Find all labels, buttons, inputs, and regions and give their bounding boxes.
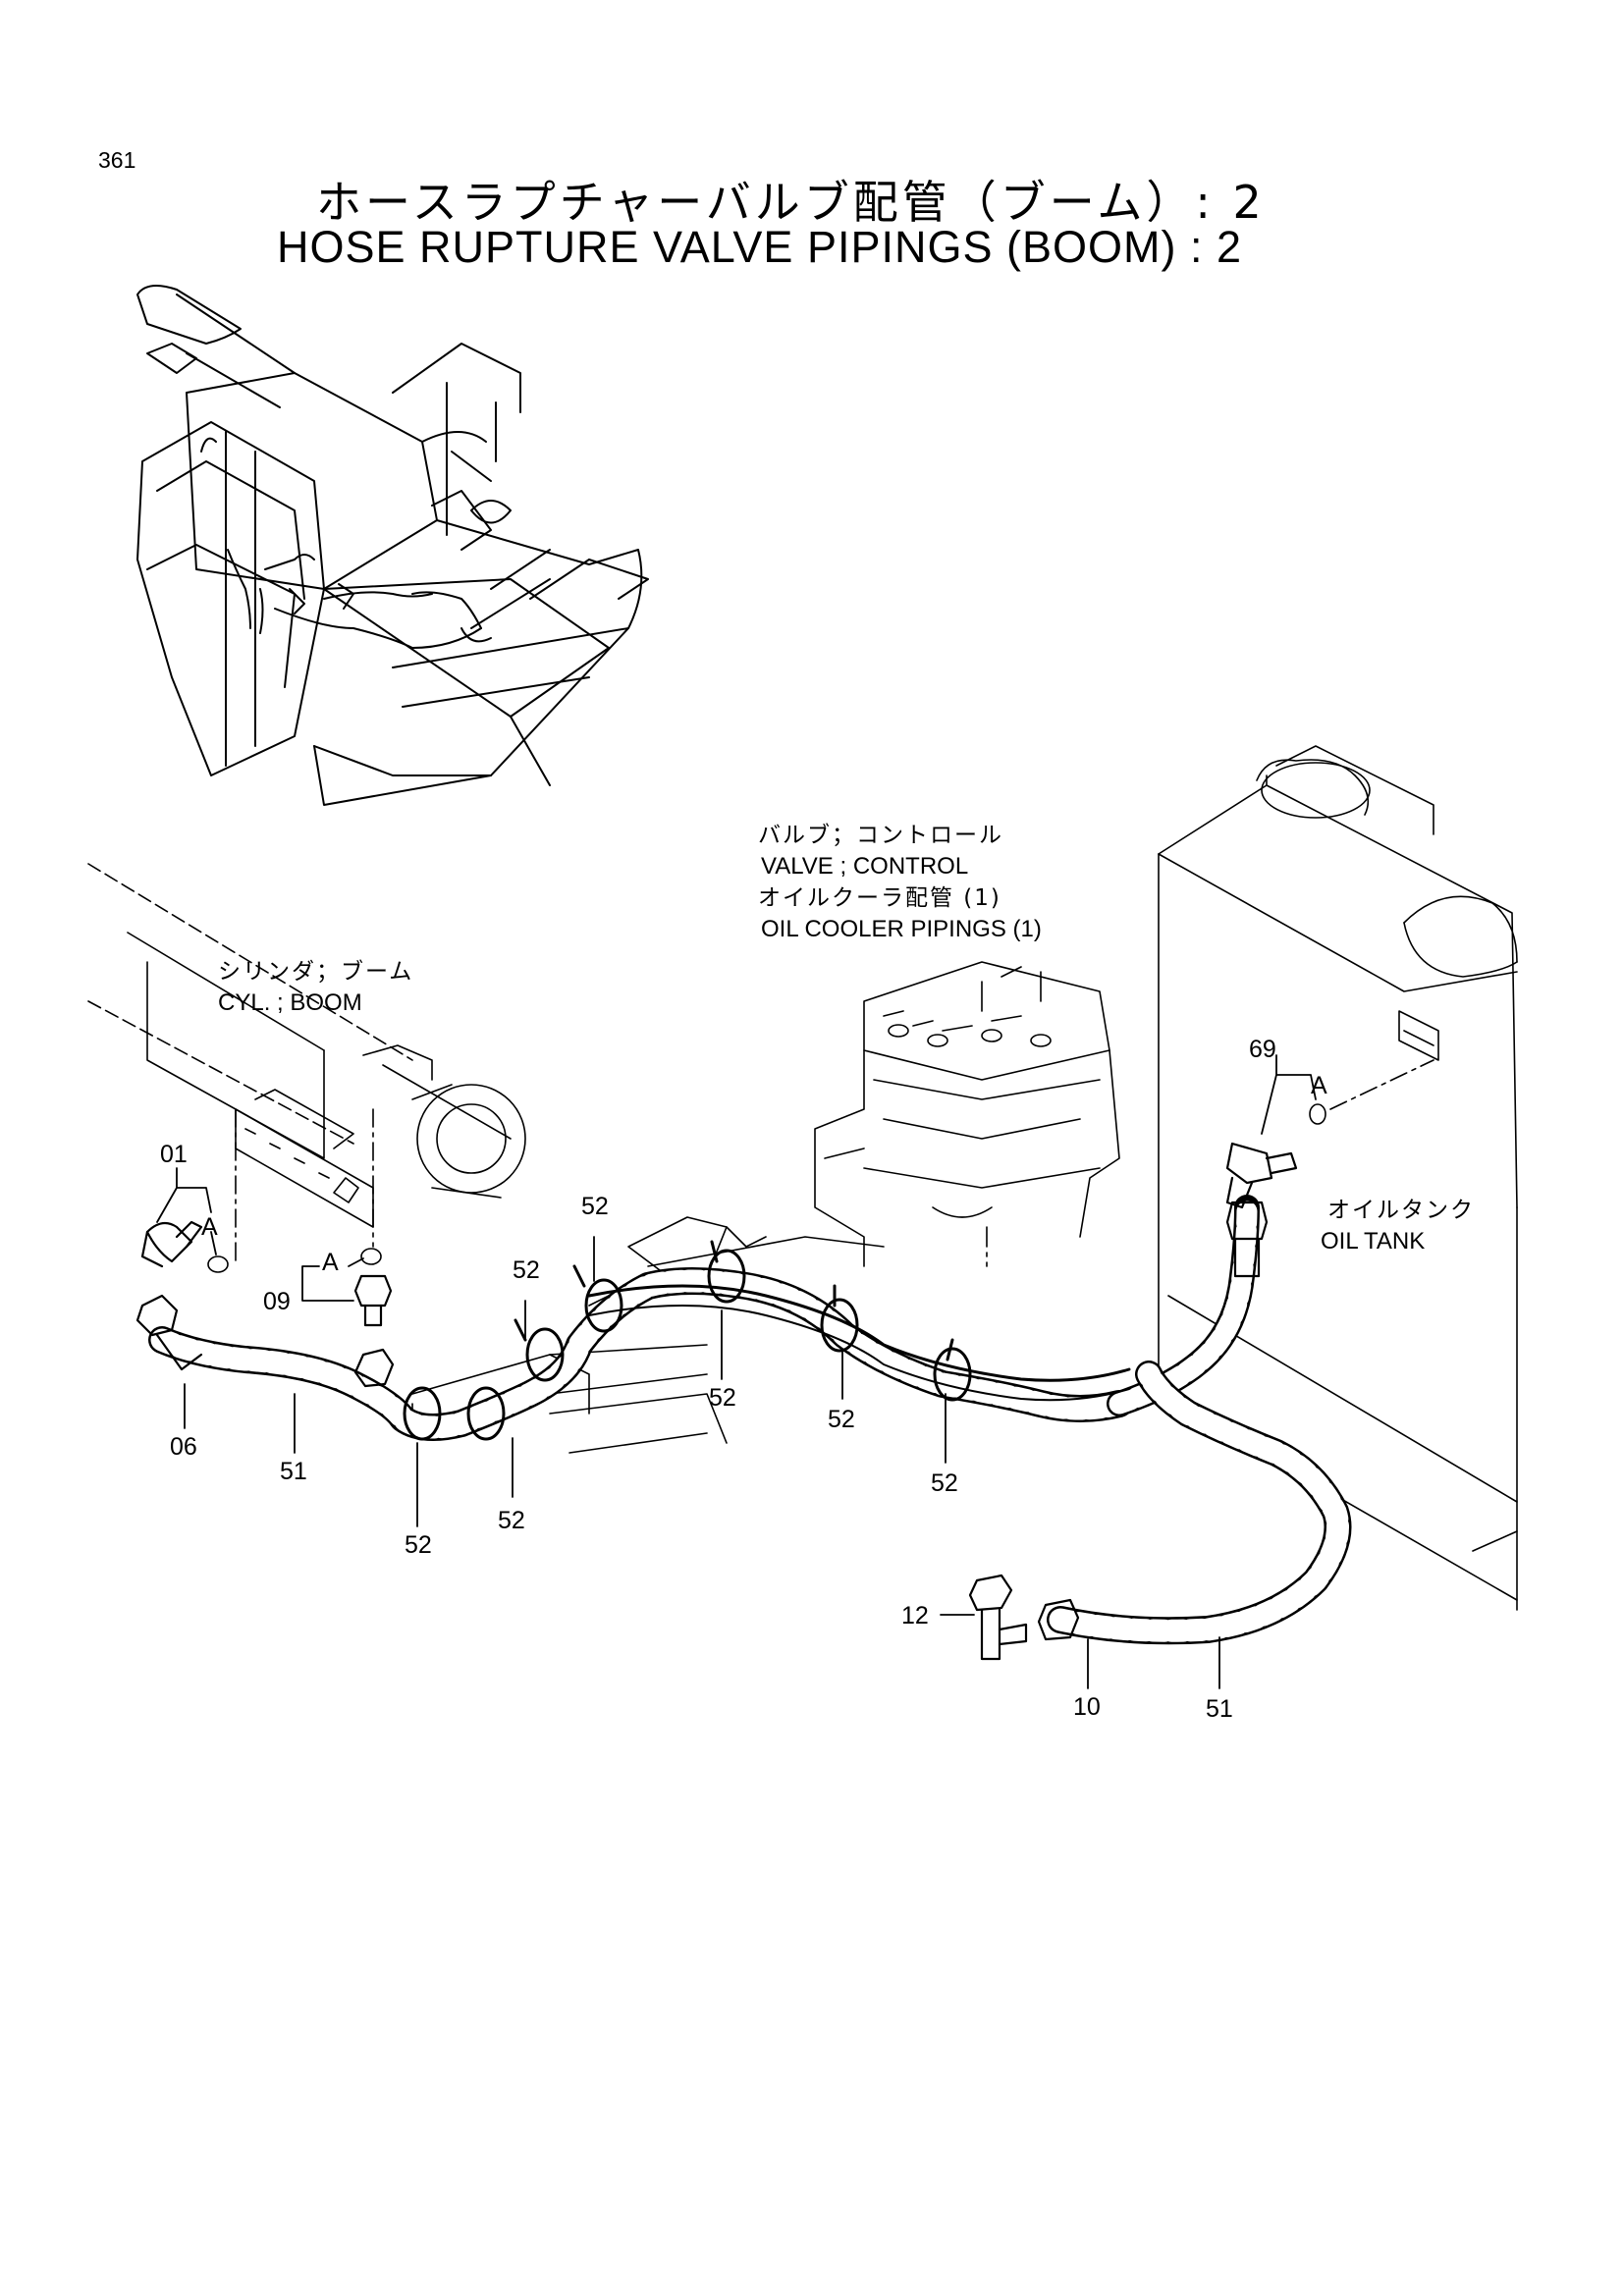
part-number-52: 52 <box>828 1406 855 1433</box>
excavator-overview-illustration <box>136 285 649 806</box>
leader-lines <box>156 1054 1317 1689</box>
clamps <box>403 1240 972 1441</box>
part-number-09: 09 <box>263 1288 291 1315</box>
part-number-52: 52 <box>498 1507 525 1534</box>
control-valve-illustration <box>814 961 1120 1267</box>
part-number-52: 52 <box>405 1531 432 1559</box>
boom-cylinder-illustration <box>87 863 526 1228</box>
ref-mark-a: A <box>322 1249 339 1276</box>
part-number-52: 52 <box>513 1256 540 1284</box>
label-boom-cylinder-en: CYL. ; BOOM <box>218 989 362 1016</box>
label-control-valve-en: VALVE ; CONTROL <box>761 853 969 880</box>
part-number-06: 06 <box>170 1433 197 1461</box>
part-number-51: 51 <box>280 1458 307 1485</box>
label-oil-cooler-en: OIL COOLER PIPINGS (1) <box>761 916 1042 942</box>
page-title-japanese: ホースラプチャーバルブ配管（ブーム）: 2 <box>316 176 1266 229</box>
label-oil-tank-jp: オイルタンク <box>1327 1198 1475 1223</box>
part-number-12: 12 <box>901 1602 929 1629</box>
part-number-52: 52 <box>581 1193 609 1220</box>
part-number-10: 10 <box>1073 1693 1101 1721</box>
part-number-52: 52 <box>709 1384 736 1412</box>
fittings <box>135 1142 1298 1661</box>
hose-assembly <box>148 1195 1352 1645</box>
ref-lines <box>207 1059 1434 1273</box>
ref-mark-a: A <box>201 1213 218 1241</box>
oil-tank-illustration <box>1158 745 1518 1611</box>
part-number-01: 01 <box>160 1141 188 1168</box>
part-number-69: 69 <box>1249 1036 1276 1063</box>
label-oil-cooler-jp: オイルクーラ配管 (1) <box>758 885 1001 911</box>
ref-mark-a: A <box>1311 1072 1327 1099</box>
label-boom-cylinder-jp: シリンダ；ブーム <box>218 959 414 985</box>
part-number-52: 52 <box>931 1469 958 1497</box>
page-number: 361 <box>98 147 136 173</box>
page-title-english: HOSE RUPTURE VALVE PIPINGS (BOOM) : 2 <box>277 222 1243 272</box>
label-control-valve-jp: バルブ；コントロール <box>758 823 1003 848</box>
part-number-51: 51 <box>1206 1695 1233 1723</box>
label-oil-tank-en: OIL TANK <box>1321 1228 1426 1255</box>
